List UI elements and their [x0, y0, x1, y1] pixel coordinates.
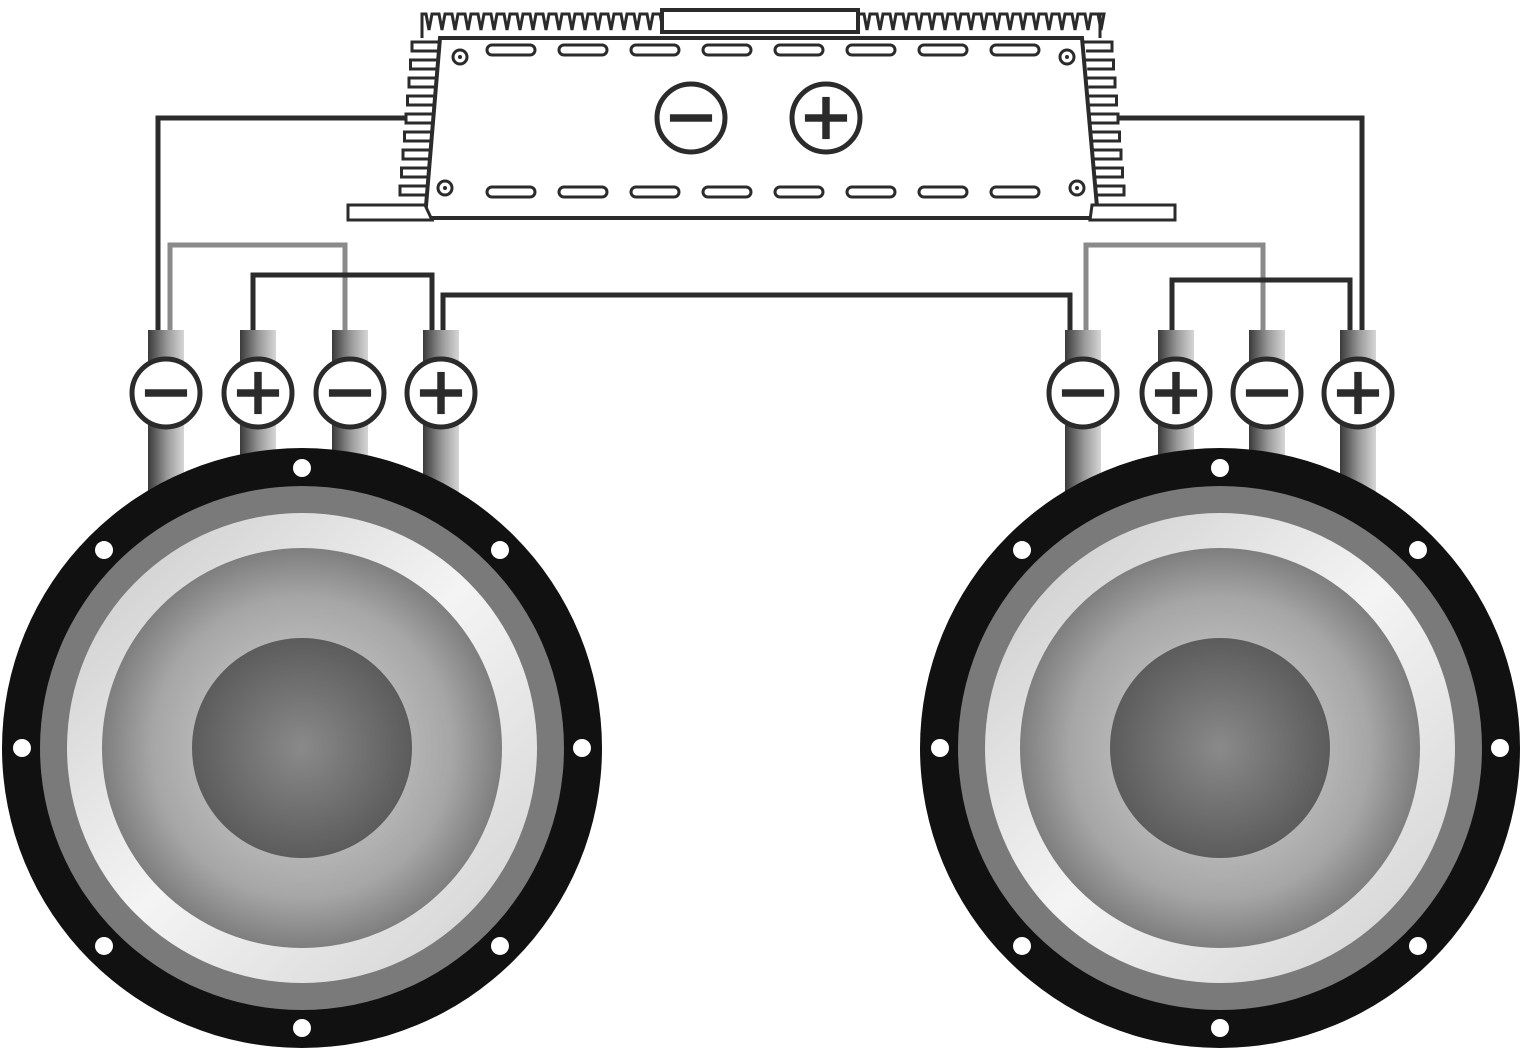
positive-terminal-icon [404, 356, 478, 430]
amp-negative-terminal-icon [654, 81, 728, 155]
amplifier [346, 8, 1177, 222]
wire-l4-to-r1 [440, 292, 1073, 340]
amplifier-heatsink-right [1084, 40, 1126, 197]
mounting-hole-icon [1491, 739, 1509, 757]
mounting-hole-icon [931, 739, 949, 757]
amplifier-label-plate [660, 8, 860, 34]
mounting-hole-icon [293, 1019, 311, 1037]
speaker-dustcap [192, 638, 412, 858]
subwoofer-left [2, 330, 602, 1048]
wire-r2-to-r4 [1169, 277, 1353, 340]
mounting-hole-icon [1013, 936, 1032, 955]
negative-terminal-icon [129, 356, 203, 430]
positive-terminal-icon [221, 356, 295, 430]
mounting-hole-icon [1408, 936, 1427, 955]
amplifier-screws [436, 48, 1086, 197]
amplifier-heatsink-top [420, 12, 1106, 38]
mounting-hole-icon [13, 739, 31, 757]
mounting-hole-icon [1013, 541, 1032, 560]
positive-terminal-icon [1139, 356, 1213, 430]
mounting-hole-icon [490, 541, 509, 560]
mounting-hole-icon [573, 739, 591, 757]
amp-positive-terminal-icon [789, 81, 863, 155]
negative-terminal-icon [1230, 356, 1304, 430]
negative-terminal-icon [313, 356, 387, 430]
subwoofer-right [920, 330, 1520, 1048]
amplifier-heatsink-left [398, 40, 440, 197]
mounting-hole-icon [95, 541, 114, 560]
amplifier-base-right [1088, 203, 1177, 222]
amplifier-base-left [346, 203, 435, 222]
subwoofers [2, 330, 1520, 1048]
mounting-hole-icon [293, 459, 311, 477]
wire-l1-to-l3 [167, 242, 348, 340]
mounting-hole-icon [1408, 541, 1427, 560]
mounting-hole-icon [490, 936, 509, 955]
speaker-dustcap [1110, 638, 1330, 858]
wire-l2-to-l4 [250, 272, 435, 340]
negative-terminal-icon [1046, 356, 1120, 430]
positive-terminal-icon [1321, 356, 1395, 430]
mounting-hole-icon [95, 936, 114, 955]
wire-r1-to-r3 [1083, 242, 1266, 340]
amplifier-vent-slots [485, 43, 1041, 199]
mounting-hole-icon [1211, 1019, 1229, 1037]
mounting-hole-icon [1211, 459, 1229, 477]
amplifier-terminals [654, 81, 863, 155]
